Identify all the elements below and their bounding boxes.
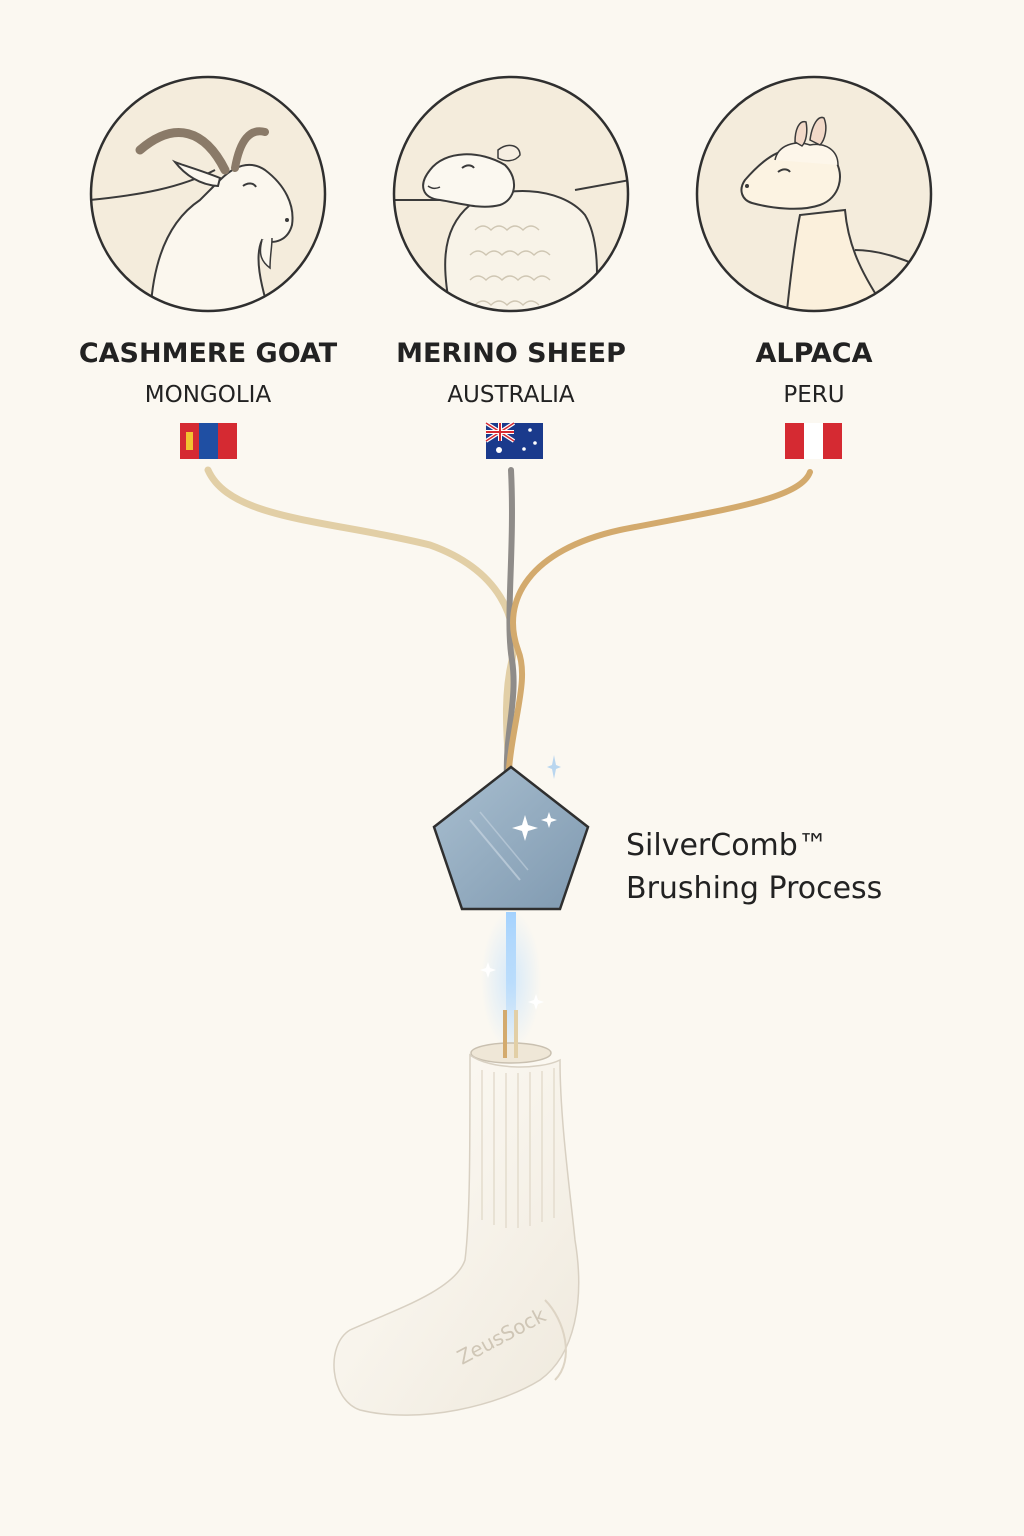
origin-label-mongolia: MONGOLIA: [145, 382, 272, 408]
merino-strand: [503, 467, 517, 783]
process-title-line1: SilverComb™: [626, 828, 828, 863]
origin-label-australia: AUSTRALIA: [447, 382, 575, 408]
pentagon-comb-icon: [432, 755, 590, 911]
alpaca-illustration: [695, 75, 933, 313]
animal-label-alpaca: ALPACA: [755, 338, 872, 369]
mongolia-flag-icon: [180, 423, 237, 459]
cashmere-strand: [204, 466, 518, 784]
process-title-line2: Brushing Process: [626, 871, 882, 906]
origin-label-peru: PERU: [783, 382, 844, 408]
animal-label-merino-sheep: MERINO SHEEP: [396, 338, 626, 369]
alpaca-strand: [505, 469, 813, 783]
brushing-beam: [480, 910, 544, 1052]
sheep-illustration: [392, 75, 630, 313]
peru-flag-icon: [785, 423, 842, 459]
fiber-strands: [204, 466, 813, 784]
australia-flag-icon: [484, 421, 543, 459]
goat-illustration: [89, 75, 327, 313]
animal-label-cashmere-goat: CASHMERE GOAT: [79, 338, 338, 369]
sock-icon: ZeusSock: [333, 1010, 580, 1416]
